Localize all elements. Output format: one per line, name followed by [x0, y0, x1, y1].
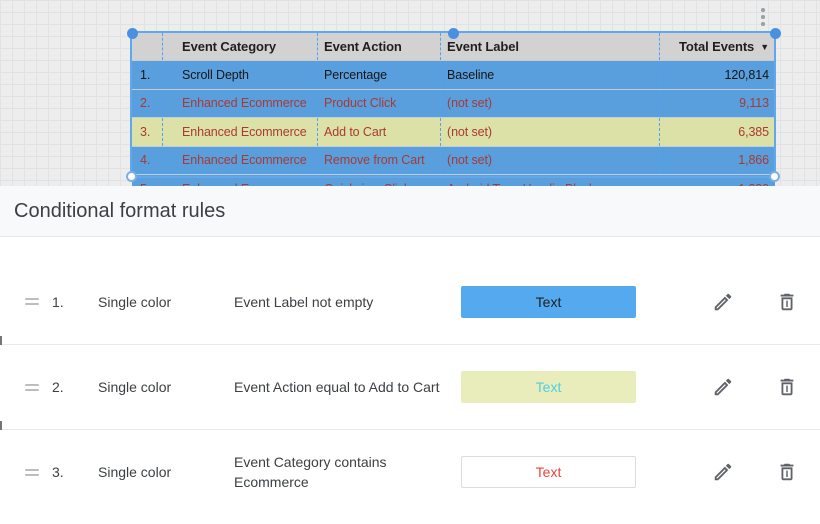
- rules-list: 1. Single color Event Label not empty Te…: [0, 237, 820, 514]
- drag-handle-icon[interactable]: [25, 466, 39, 479]
- resize-handle-top-center[interactable]: [448, 28, 459, 39]
- table-options-kebab-icon[interactable]: [761, 8, 765, 29]
- row-number: 4.: [140, 153, 151, 168]
- table-row: 3. Enhanced Ecommerce Add to Cart (not s…: [132, 117, 775, 146]
- cell-action: Add to Cart: [317, 118, 440, 146]
- rule-row: 2. Single color Event Action equal to Ad…: [0, 336, 820, 429]
- trash-icon: [780, 293, 794, 310]
- rule-swatch-2[interactable]: Text: [461, 371, 636, 403]
- drag-handle-icon[interactable]: [25, 295, 39, 308]
- cell-action: Quickview Click: [317, 175, 440, 186]
- rule-condition: Event Category contains Ecommerce: [234, 454, 387, 490]
- cell-label: (not set): [440, 89, 659, 117]
- panel-title: Conditional format rules: [14, 199, 226, 222]
- conditional-format-panel: Conditional format rules 1. Single color…: [0, 186, 820, 524]
- trash-icon: [780, 378, 794, 396]
- row-number: 2.: [140, 96, 151, 111]
- drag-handle-icon[interactable]: [25, 381, 39, 394]
- panel-header: Conditional format rules: [0, 186, 820, 237]
- resize-handle-bottom-right[interactable]: [769, 171, 780, 182]
- cell-category: Scroll Depth: [162, 61, 317, 89]
- cell-total: 6,385: [659, 118, 775, 146]
- cell-label: (not set): [440, 118, 659, 146]
- delete-rule-button[interactable]: [776, 461, 798, 483]
- trash-icon: [780, 463, 794, 481]
- edit-rule-button[interactable]: [712, 461, 734, 483]
- cell-total: 9,113: [659, 89, 775, 117]
- edit-rule-button[interactable]: [712, 291, 734, 313]
- header-total-events[interactable]: Total Events ▼: [659, 33, 775, 60]
- resize-handle-top-right[interactable]: [770, 28, 781, 39]
- delete-rule-button[interactable]: [776, 291, 798, 313]
- edit-rule-button[interactable]: [712, 376, 734, 398]
- cell-category: Enhanced Ecommerce: [162, 146, 317, 174]
- events-table[interactable]: Event Category Event Action Event Label …: [132, 33, 775, 186]
- rule-swatch-3[interactable]: Text: [461, 456, 636, 488]
- rule-condition: Event Action equal to Add to Cart: [234, 379, 440, 395]
- cell-label: Baseline: [440, 61, 659, 89]
- pencil-icon: [714, 293, 732, 310]
- resize-handle-top-left[interactable]: [127, 28, 138, 39]
- cell-total: 1,330: [659, 175, 775, 186]
- row-number: 1.: [140, 67, 151, 82]
- rule-condition: Event Label not empty: [234, 293, 374, 310]
- delete-rule-button[interactable]: [776, 376, 798, 398]
- table-row: 5. Enhanced Ecommerce Quickview Click An…: [132, 174, 775, 186]
- rule-type: Single color: [98, 464, 172, 480]
- rule-type: Single color: [98, 379, 172, 395]
- rule-row: 3. Single color Event Category contains …: [0, 421, 820, 514]
- rule-swatch-1[interactable]: Text: [461, 285, 636, 318]
- table-row: 4. Enhanced Ecommerce Remove from Cart (…: [132, 145, 775, 174]
- rule-type: Single color: [98, 293, 172, 310]
- cell-category: Enhanced Ecommerce: [162, 175, 317, 186]
- row-number: 3.: [140, 124, 151, 139]
- header-event-category[interactable]: Event Category: [162, 33, 317, 60]
- table-row: 2. Enhanced Ecommerce Product Click (not…: [132, 88, 775, 117]
- cell-action: Percentage: [317, 61, 440, 89]
- table-row: 1. Scroll Depth Percentage Baseline 120,…: [132, 60, 775, 89]
- rule-index: 1.: [52, 293, 64, 310]
- cell-label: (not set): [440, 146, 659, 174]
- resize-handle-bottom-left[interactable]: [126, 171, 137, 182]
- header-event-label[interactable]: Event Label: [440, 33, 659, 60]
- sort-desc-icon[interactable]: ▼: [760, 41, 769, 52]
- cell-total: 1,866: [659, 146, 775, 174]
- cell-action: Product Click: [317, 89, 440, 117]
- rule-index: 2.: [52, 379, 64, 395]
- cell-action: Remove from Cart: [317, 146, 440, 174]
- row-number: 5.: [132, 182, 162, 186]
- report-canvas[interactable]: Event Category Event Action Event Label …: [0, 0, 820, 186]
- rule-row: 1. Single color Event Label not empty Te…: [0, 259, 820, 344]
- cell-category: Enhanced Ecommerce: [162, 118, 317, 146]
- pencil-icon: [714, 463, 732, 481]
- rule-index: 3.: [52, 464, 64, 480]
- pencil-icon: [714, 378, 732, 396]
- cell-label: Android Tone Hoodie Black: [440, 175, 659, 186]
- cell-total: 120,814: [659, 61, 775, 89]
- cell-category: Enhanced Ecommerce: [162, 89, 317, 117]
- header-event-action[interactable]: Event Action: [317, 33, 440, 60]
